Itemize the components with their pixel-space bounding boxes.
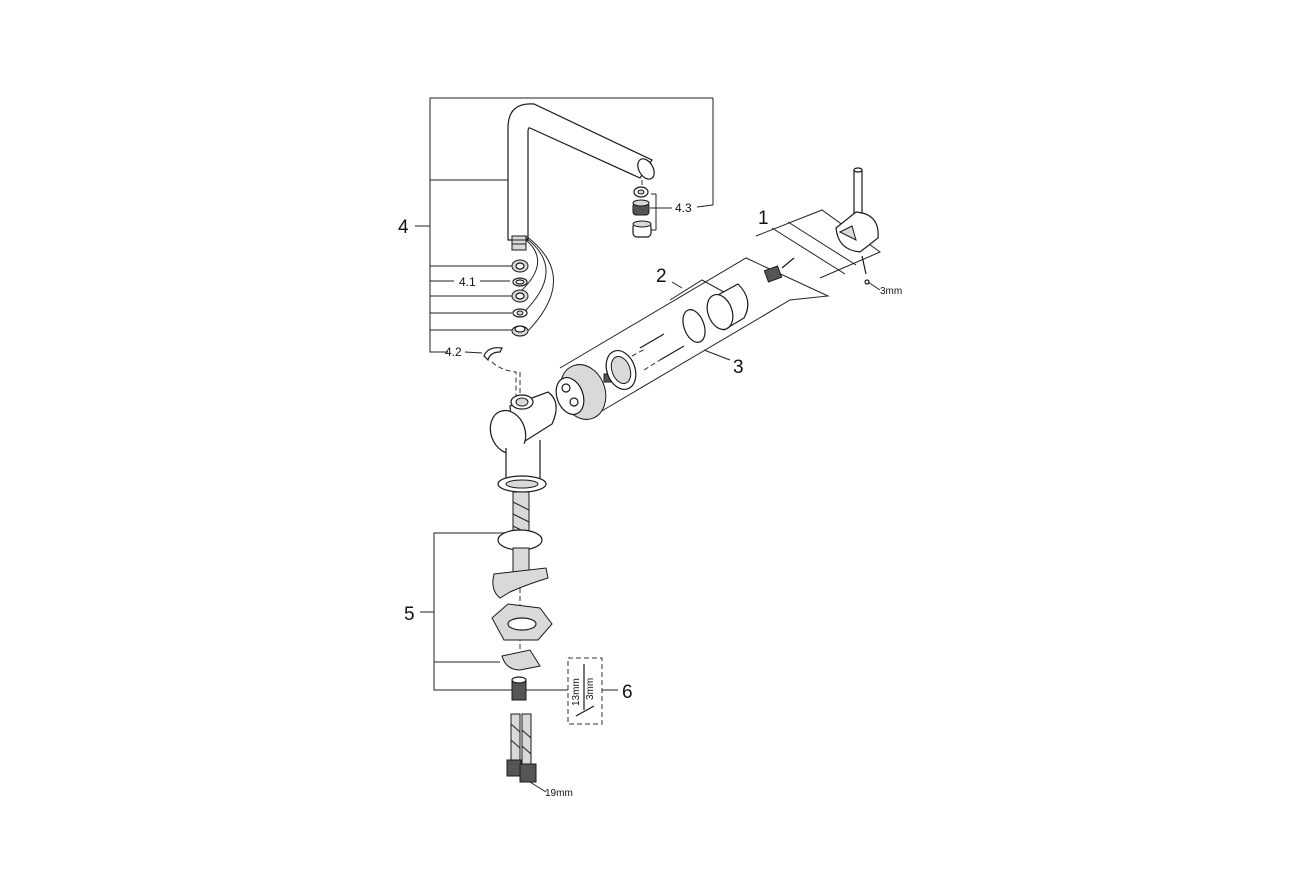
fixing-clip — [501, 649, 541, 671]
mounting-set: 5 — [404, 529, 553, 701]
spout-assembly: 4 4.1 4.2 4.3 — [398, 97, 714, 398]
callout-5: 5 — [404, 604, 415, 625]
callout-3: 3 — [733, 357, 744, 378]
callout-4: 4 — [398, 217, 409, 238]
supply-hose-right — [521, 713, 532, 771]
callout-4-3: 4.3 — [675, 201, 692, 215]
horseshoe-washer — [492, 567, 549, 599]
callout-1: 1 — [758, 208, 769, 229]
washer-stack — [511, 259, 529, 337]
mounting-o-ring — [497, 529, 543, 551]
dim-nut-wrench: 19mm — [545, 788, 573, 799]
sleeve-assembly: 2 — [656, 266, 749, 343]
tool-set: 13mm 3mm 6 — [526, 657, 633, 725]
retaining-clip — [483, 347, 503, 362]
handle-lever — [853, 169, 863, 219]
callout-2: 2 — [656, 266, 667, 287]
handle-adapter — [763, 265, 783, 283]
cartridge-assembly: 3 — [555, 257, 830, 420]
handle-assembly: 1 3mm — [755, 167, 902, 297]
callout-4-1: 4.1 — [459, 275, 476, 289]
o-ring — [682, 309, 706, 343]
dim-tool-a: 13mm — [571, 678, 582, 706]
spout-tube — [507, 103, 653, 241]
aerator-parts — [632, 180, 672, 238]
dim-handle-screw: 3mm — [880, 286, 902, 297]
supply-hoses: 19mm — [506, 713, 573, 799]
dim-tool-b: 3mm — [585, 678, 596, 700]
faucet-body — [489, 372, 557, 555]
callout-6: 6 — [622, 682, 633, 703]
callout-4-2: 4.2 — [445, 345, 462, 359]
